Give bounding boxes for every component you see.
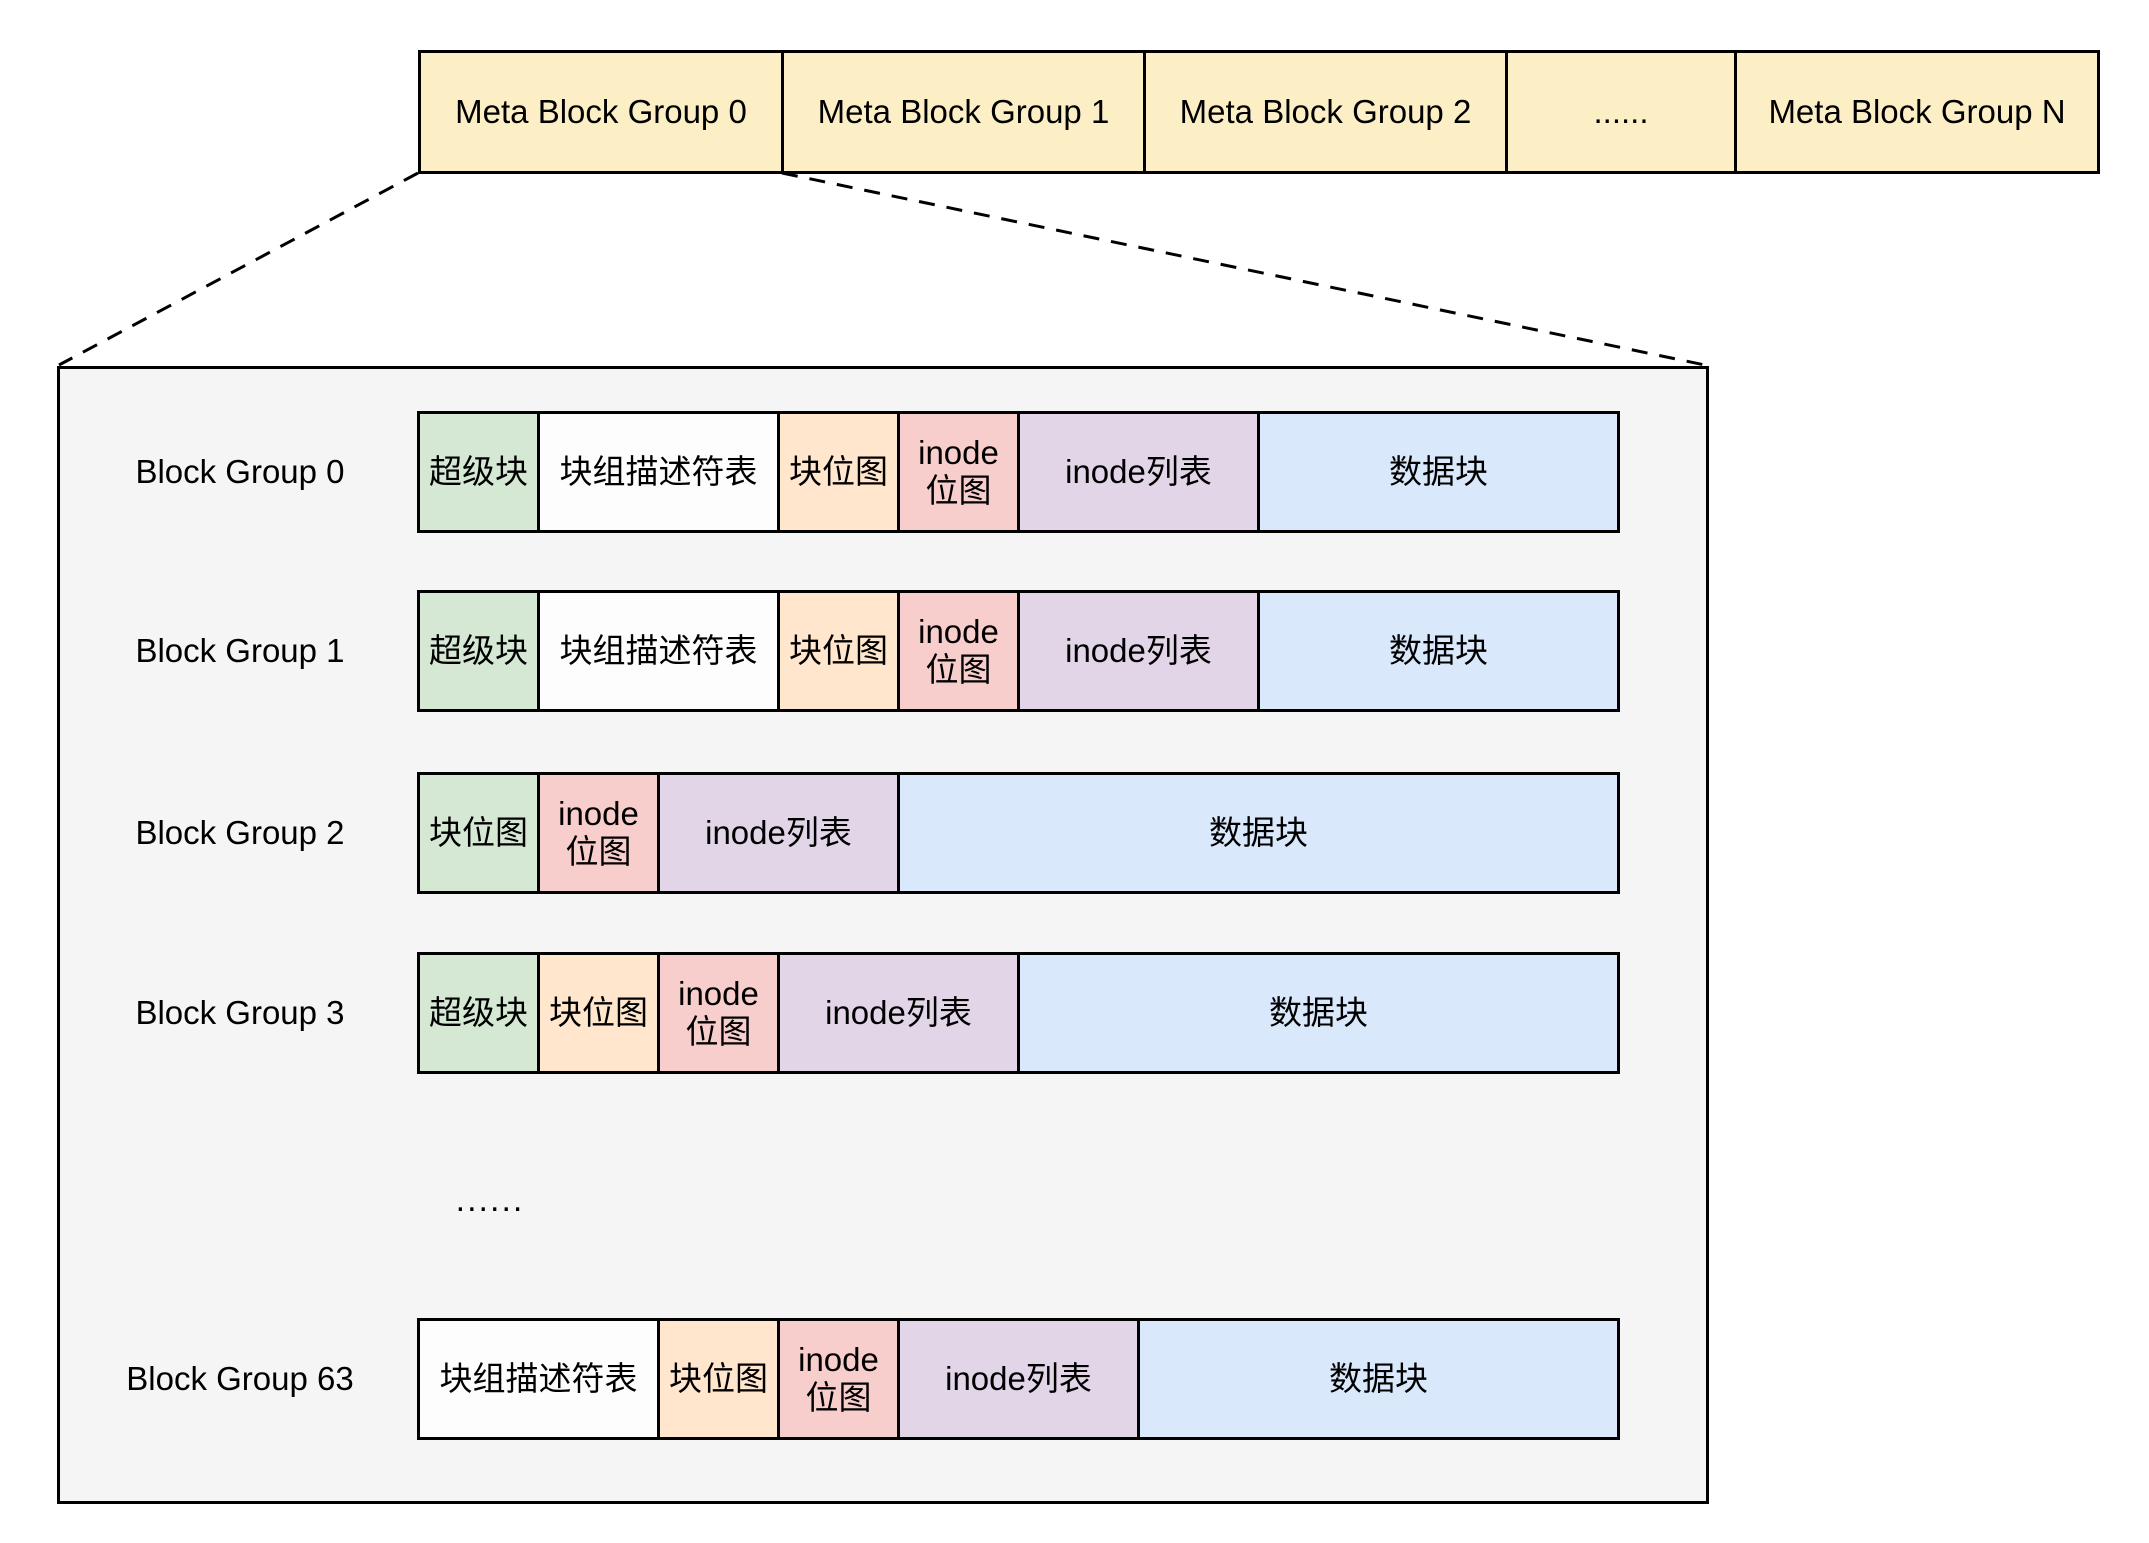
bg63-data-blocks-cell: 数据块 [1137,1318,1620,1440]
bg2-inode-table-cell: inode列表 [657,772,900,894]
bg0-group-descriptor-table-cell: 块组描述符表 [537,411,780,533]
dashed-line-right [781,171,1706,367]
block-group-63-label: Block Group 63 [126,1360,354,1397]
bg3-data-blocks-cell: 数据块 [1017,952,1620,1074]
dashed-line-left [58,171,419,367]
bg0-inode-table-cell: inode列表 [1017,411,1260,533]
bg0-superblock-cell: 超级块 [417,411,540,533]
meta-block-group-2-cell: Meta Block Group 2 [1143,50,1508,174]
block-group-ellipsis: ...... [455,1180,525,1219]
block-group-2-row: Block Group 2 块位图 inode 位图 inode列表 数据块 [0,772,2149,894]
bg0-block-bitmap-cell: 块位图 [777,411,900,533]
block-group-1-label: Block Group 1 [135,632,345,669]
bg1-superblock-cell: 超级块 [417,590,540,712]
block-group-63-row: Block Group 63 块组描述符表 块位图 inode 位图 inode… [0,1318,2149,1440]
bg2-block-bitmap-cell: 块位图 [417,772,540,894]
bg3-block-bitmap-cell: 块位图 [537,952,660,1074]
block-group-0-row: Block Group 0 超级块 块组描述符表 块位图 inode 位图 in… [0,411,2149,533]
bg3-superblock-cell: 超级块 [417,952,540,1074]
block-group-3-row: Block Group 3 超级块 块位图 inode 位图 inode列表 数… [0,952,2149,1074]
bg1-inode-table-cell: inode列表 [1017,590,1260,712]
block-group-2-label: Block Group 2 [135,814,345,851]
bg0-data-blocks-cell: 数据块 [1257,411,1620,533]
bg63-inode-bitmap-cell: inode 位图 [777,1318,900,1440]
bg1-group-descriptor-table-cell: 块组描述符表 [537,590,780,712]
bg63-block-bitmap-cell: 块位图 [657,1318,780,1440]
meta-block-group-0-cell: Meta Block Group 0 [418,50,784,174]
meta-block-group-n-cell: Meta Block Group N [1734,50,2100,174]
bg1-inode-bitmap-cell: inode 位图 [897,590,1020,712]
block-group-3-label: Block Group 3 [135,994,345,1031]
meta-block-group-0-detail-panel [57,366,1709,1504]
block-group-0-label: Block Group 0 [135,453,345,490]
bg1-data-blocks-cell: 数据块 [1257,590,1620,712]
bg3-inode-table-cell: inode列表 [777,952,1020,1074]
meta-block-group-1-cell: Meta Block Group 1 [781,50,1146,174]
bg3-inode-bitmap-cell: inode 位图 [657,952,780,1074]
block-group-1-row: Block Group 1 超级块 块组描述符表 块位图 inode 位图 in… [0,590,2149,712]
bg2-inode-bitmap-cell: inode 位图 [537,772,660,894]
bg1-block-bitmap-cell: 块位图 [777,590,900,712]
bg2-data-blocks-cell: 数据块 [897,772,1620,894]
bg63-inode-table-cell: inode列表 [897,1318,1140,1440]
bg63-group-descriptor-table-cell: 块组描述符表 [417,1318,660,1440]
bg0-inode-bitmap-cell: inode 位图 [897,411,1020,533]
meta-block-group-ellipsis-cell: ...... [1505,50,1737,174]
